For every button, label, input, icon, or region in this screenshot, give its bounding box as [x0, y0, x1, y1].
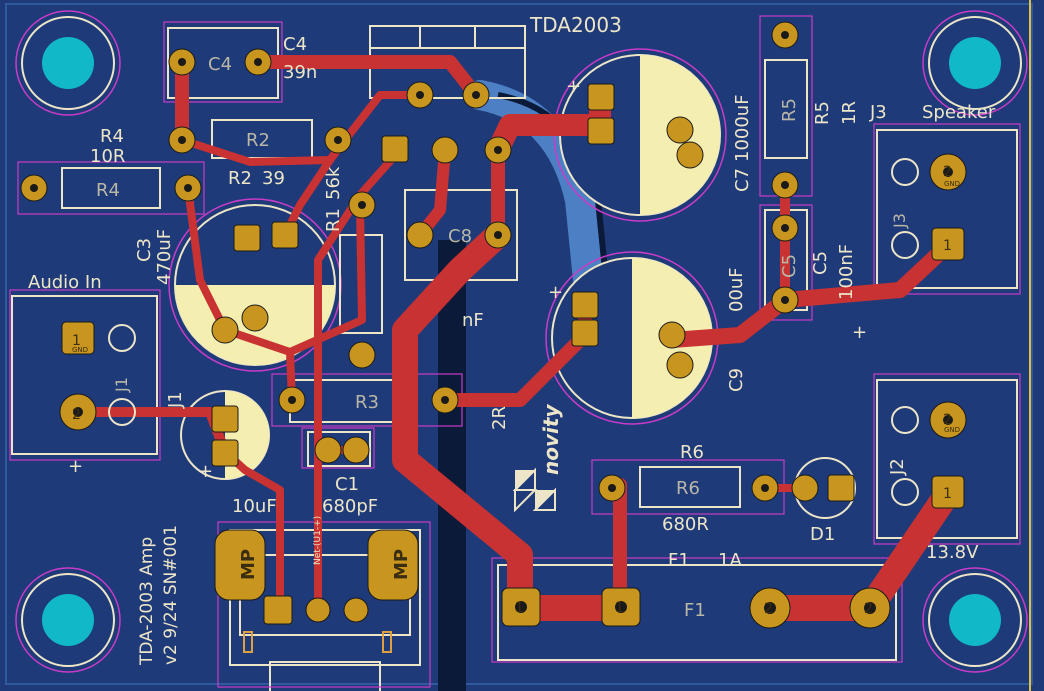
f1-value: 1A — [718, 550, 742, 571]
d1-ref: D1 — [810, 524, 835, 545]
j3-ref-inner: J3 — [890, 213, 909, 229]
pad-label-j3-gnd: GND — [944, 180, 960, 188]
c3-ref: C3 — [134, 238, 155, 262]
net-label: Net-(U1-+) — [313, 516, 323, 565]
r5-value: 1R — [839, 101, 860, 125]
mounting-hole-br — [922, 567, 1028, 673]
audio-in-label: Audio In — [28, 272, 102, 293]
pad-num-j3-1: 1 — [943, 238, 952, 254]
r2-body-ref: R2 — [246, 130, 270, 151]
pads — [20, 21, 967, 629]
pad-num-f1-a: 1 — [515, 600, 524, 616]
svg-text:+: + — [68, 456, 83, 477]
tab-pad-left — [243, 631, 253, 653]
f1-body-ref: F1 — [684, 600, 706, 621]
pad-label-mp-left: MP — [238, 549, 259, 580]
c7-ref: C7 — [732, 168, 753, 192]
pad-label-j2-gnd: GND — [944, 426, 960, 434]
novity-logo: novity — [512, 404, 563, 513]
c8-value: nF — [462, 310, 484, 331]
mounting-hole-bl — [15, 567, 121, 673]
c5-value: 100nF — [836, 244, 857, 300]
svg-text:+: + — [566, 76, 581, 97]
c9-ref: C9 — [726, 368, 747, 392]
r6-body-ref: R6 — [676, 478, 700, 499]
c4-ref: C4 — [283, 34, 307, 55]
pad-num-j3-2: 2 — [943, 164, 952, 180]
r5-body-ref: R5 — [779, 98, 800, 122]
r3-body-ref: R3 — [355, 392, 379, 413]
board-version: v2 9/24 SN#001 — [161, 525, 181, 665]
mounting-hole-tr — [922, 10, 1028, 116]
board-name: TDA-2003 Amp — [137, 537, 157, 666]
c4-value: 39n — [283, 62, 317, 83]
r2-ref: R2 — [228, 168, 252, 189]
pad-num-j1-2: 2 — [72, 407, 81, 423]
c7-value: 1000uF — [732, 94, 753, 162]
pad-num-j2-2: 2 — [943, 412, 952, 428]
pad-label-mp-right: MP — [391, 549, 412, 580]
speaker-label: Speaker — [922, 102, 996, 123]
r6-ref: R6 — [680, 442, 704, 463]
r6-value: 680R — [662, 514, 709, 535]
c2-value: 10uF — [232, 496, 277, 517]
power-label: 13.8V — [926, 542, 979, 563]
j1-ref: J1 — [165, 391, 186, 409]
c1-ref: C1 — [335, 474, 359, 495]
r3-value: 2R — [489, 406, 510, 430]
polarity-marks: + + + + + — [68, 76, 867, 482]
j2-ref: J2 — [887, 458, 908, 476]
c3-value: 470uF — [154, 229, 175, 285]
r1-value: 56k — [323, 166, 344, 200]
c4-body-ref: C4 — [208, 54, 232, 75]
c1-value: 680pF — [322, 496, 378, 517]
svg-text:novity: novity — [539, 404, 563, 475]
ic-title: TDA2003 — [529, 13, 622, 37]
c9-value: 00uF — [726, 267, 747, 312]
j1-ref-inner: J1 — [112, 377, 131, 393]
f1-ref: F1 — [668, 550, 690, 571]
ground-plane-gap — [438, 240, 466, 691]
r4-body-ref: R4 — [96, 180, 120, 201]
pad-num-f1-d: 2 — [864, 601, 873, 617]
r5-ref: R5 — [812, 101, 833, 125]
pad-num-f1-b: 1 — [615, 600, 624, 616]
tab-pad-right — [382, 631, 392, 653]
svg-text:+: + — [852, 322, 867, 343]
r1-ref: R1 — [323, 208, 344, 232]
j3-ref: J3 — [869, 102, 887, 123]
r2-value: 39 — [262, 168, 285, 189]
r4-ref: R4 — [100, 126, 124, 147]
c8-body-ref: C8 — [448, 226, 472, 247]
svg-text:+: + — [548, 282, 563, 303]
pad-num-j2-1: 1 — [943, 486, 952, 502]
svg-text:+: + — [198, 461, 213, 482]
pad-label-j1-gnd: GND — [72, 346, 88, 354]
board-edge — [5, 3, 1033, 685]
pad-num-f1-c: 2 — [764, 601, 773, 617]
c5-body-ref: C5 — [779, 254, 800, 278]
mounting-hole-tl — [15, 10, 121, 116]
pad-num-j1-1: 1 — [72, 333, 81, 349]
c5-ref: C5 — [810, 251, 831, 275]
r4-value: 10R — [90, 146, 125, 167]
